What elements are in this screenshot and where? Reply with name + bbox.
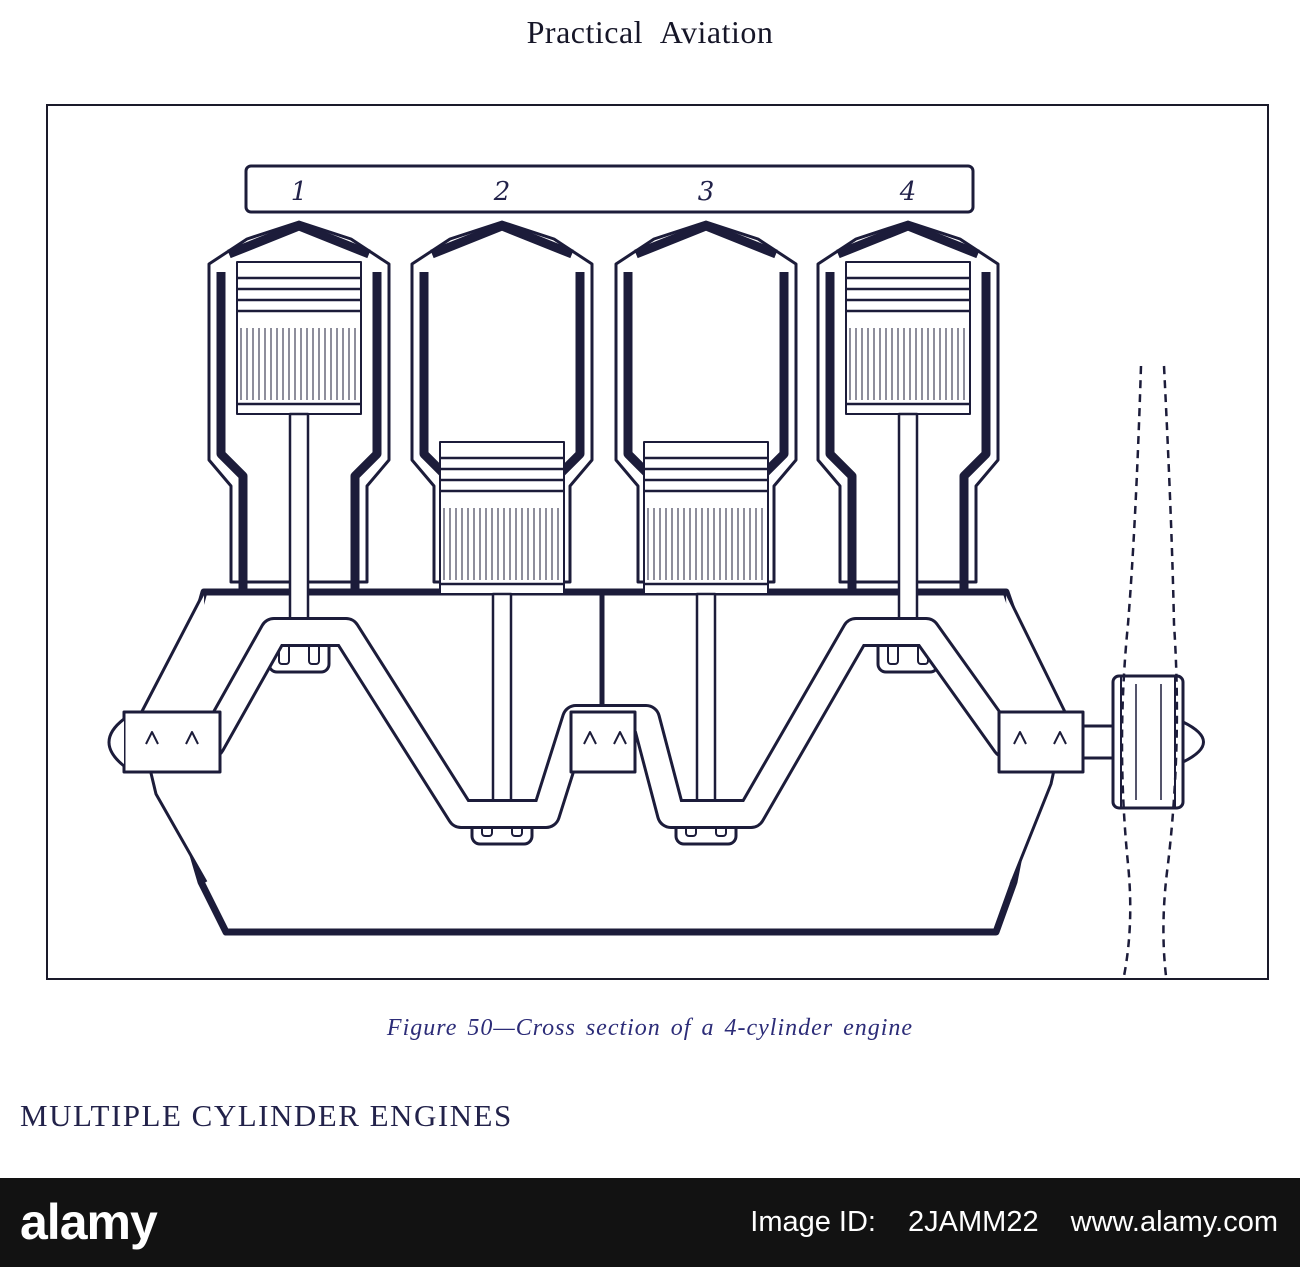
- stock-id: Image ID: 2JAMM22 www.alamy.com: [726, 1206, 1278, 1239]
- cylinder-2: [410, 220, 594, 846]
- cylinder-1: [207, 220, 391, 674]
- propeller-blade: [1120, 365, 1179, 977]
- cylinder-label-1: 1: [291, 177, 308, 207]
- manifold: [244, 164, 975, 214]
- main-bearing-left: [107, 710, 222, 774]
- alamy-logo: alamy: [20, 1194, 158, 1250]
- watermark-bar: alamy Image ID: 2JAMM22 www.alamy.com: [0, 1178, 1300, 1267]
- propeller-hub: [1111, 674, 1205, 810]
- engine-figure: 1 2 3 4: [46, 104, 1269, 980]
- section-heading: MULTIPLE CYLINDER ENGINES: [20, 1098, 513, 1133]
- cylinder-label-4: 4: [899, 177, 917, 207]
- cylinder-3: [614, 220, 798, 846]
- image-id: 2JAMM22: [908, 1206, 1039, 1238]
- cylinder-label-3: 3: [698, 177, 715, 207]
- cylinder-label-2: 2: [493, 177, 511, 207]
- main-bearing-right: [997, 710, 1085, 774]
- main-bearing-center: [569, 710, 637, 774]
- image-id-label: Image ID:: [750, 1206, 876, 1238]
- figure-caption: Figure 50—Cross section of a 4-cylinder …: [386, 1015, 914, 1041]
- website: www.alamy.com: [1070, 1206, 1278, 1238]
- engine-cross-section-drawing: 1 2 3 4: [107, 164, 1205, 977]
- running-head: Practical Aviation: [526, 14, 774, 50]
